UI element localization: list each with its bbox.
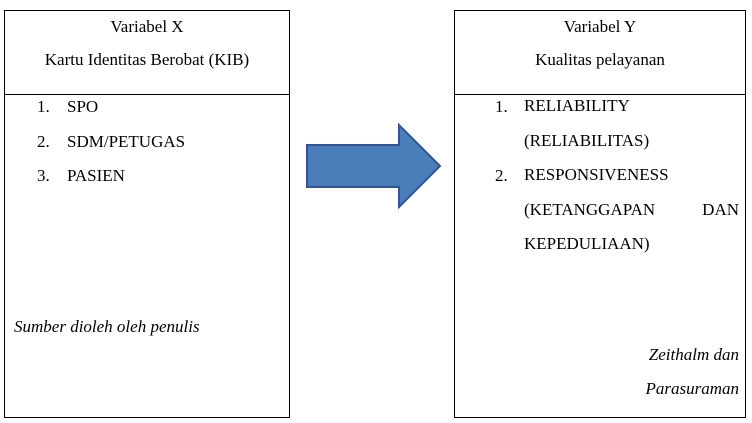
variable-x-subtitle: Kartu Identitas Berobat (KIB) — [44, 50, 250, 69]
arrow-shape — [306, 123, 442, 209]
variable-x-source: Sumber dioleh oleh penulis — [14, 317, 200, 336]
list-item: 3. PASIEN — [5, 166, 289, 201]
list-item-text: RELIABILITY (RELIABILITAS) — [524, 96, 650, 150]
list-item-text: PASIEN — [67, 166, 125, 185]
variable-x-list: 1. SPO 2. SDM/PETUGAS 3. PASIEN — [5, 97, 289, 201]
variable-y-list: 1. RELIABILITY (RELIABILITAS) 2. RESPONS… — [455, 96, 745, 253]
variable-y-source: Zeithalm dan Parasuraman — [539, 338, 739, 406]
right-arrow-icon — [306, 123, 442, 209]
list-item-number: 2. — [37, 131, 50, 151]
list-item: 1. RELIABILITY (RELIABILITAS) — [455, 96, 745, 166]
list-item-text: SDM/PETUGAS — [67, 131, 186, 151]
variable-y-source-line1: Zeithalm dan — [648, 345, 739, 364]
variable-y-source-line2: Parasuraman — [645, 379, 739, 398]
variable-y-box: Variabel Y Kualitas pelayanan 1. RELIABI… — [454, 10, 746, 418]
variable-x-header: Variabel X Kartu Identitas Berobat (KIB) — [5, 11, 289, 95]
list-item-text: SPO — [67, 97, 99, 116]
variable-y-header: Variabel Y Kualitas pelayanan — [455, 11, 745, 95]
list-item-text: RESPONSIVENESS (KETANGGAPAN DAN KEPEDULI… — [524, 165, 739, 253]
variable-y-title: Variabel Y — [563, 17, 637, 36]
list-item-number: 3. — [37, 166, 50, 185]
list-item-number: 1. — [37, 97, 50, 116]
variable-x-title: Variabel X — [110, 17, 184, 36]
list-item: 2. SDM/PETUGAS — [5, 132, 289, 167]
variable-y-subtitle: Kualitas pelayanan — [535, 50, 665, 69]
list-item-number: 1. — [495, 97, 508, 116]
list-item: 2. RESPONSIVENESS (KETANGGAPAN DAN KEPED… — [455, 165, 745, 253]
list-item-number: 2. — [495, 166, 508, 185]
list-item: 1. SPO — [5, 97, 289, 132]
variable-x-box: Variabel X Kartu Identitas Berobat (KIB)… — [4, 10, 290, 418]
